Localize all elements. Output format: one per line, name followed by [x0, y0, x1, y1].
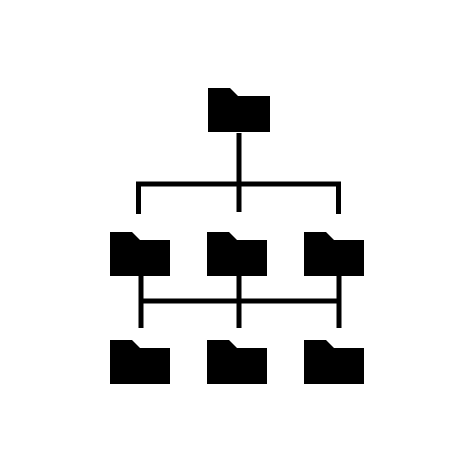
- folder-icon: [208, 88, 270, 132]
- connector-lines: [136, 133, 342, 328]
- folder-icon: [304, 340, 364, 384]
- folder-icon: [110, 340, 170, 384]
- folder-icon: [110, 232, 170, 276]
- folder-icon: [207, 232, 267, 276]
- folder-icon: [207, 340, 267, 384]
- folder-icon: [304, 232, 364, 276]
- folder-icons: [110, 88, 364, 384]
